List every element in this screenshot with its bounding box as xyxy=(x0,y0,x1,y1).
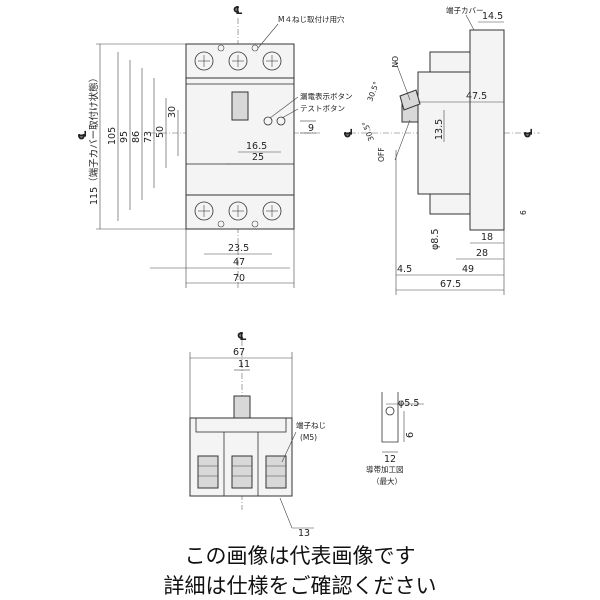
centerline-side-right: ℄ xyxy=(522,128,535,138)
centerline-bottom: ℄ xyxy=(237,330,247,343)
dim-4-5: 4.5 xyxy=(397,264,412,275)
dim-50: 50 xyxy=(155,126,166,138)
terminal-screw-icon xyxy=(194,201,214,221)
dim-14-5: 14.5 xyxy=(482,11,503,22)
dim-28: 28 xyxy=(476,248,488,259)
dim-13-5: 13.5 xyxy=(434,119,445,140)
hole-icon xyxy=(385,406,395,416)
centerline-side-left: ℄ xyxy=(342,128,355,138)
dim-67: 67 xyxy=(233,347,245,358)
bottom-view: ℄ 67 11 端子ねじ (M5) 13 xyxy=(189,330,326,539)
terminal-screw-icon xyxy=(262,201,282,221)
terminal-icon xyxy=(197,455,219,489)
terminal-icon xyxy=(231,455,253,489)
dim-18: 18 xyxy=(481,232,493,243)
side-terminal-cover xyxy=(469,29,505,231)
dim-12: 12 xyxy=(384,454,396,465)
bottom-handle xyxy=(233,395,251,419)
on-label: ON xyxy=(390,56,399,68)
terminal-icon xyxy=(265,455,287,489)
conductor-label: 導帯加工図 xyxy=(366,464,404,474)
dim-47-5: 47.5 xyxy=(466,91,487,102)
off-label: OFF xyxy=(377,147,386,162)
dim-11: 11 xyxy=(238,359,250,370)
dim-115-with-cover: 115（端子カバー取付け状態） xyxy=(88,73,100,205)
terminal-screw-icon xyxy=(194,51,214,71)
dim-47: 47 xyxy=(233,257,245,268)
m4-mount-hole-label: M４ねじ取付け用穴 xyxy=(278,14,345,24)
dim-phi-8-5: φ8.5 xyxy=(430,229,441,250)
dim-16-5: 16.5 xyxy=(246,141,267,152)
leak-button-label: 漏電表示ボタン xyxy=(300,91,353,101)
dim-86: 86 xyxy=(131,131,142,143)
centerline-left: ℄ xyxy=(76,130,89,140)
dim-23-5: 23.5 xyxy=(228,243,249,254)
terminal-cover-label: 端子カバー xyxy=(446,5,484,15)
terminal-screw-icon xyxy=(228,51,248,71)
dim-73: 73 xyxy=(143,131,154,143)
dim-25: 25 xyxy=(252,152,264,163)
caption-line-2: 詳細は仕様をご確認ください xyxy=(163,574,437,598)
dim-30: 30 xyxy=(167,106,178,118)
dim-9: 9 xyxy=(308,123,314,134)
caption-line-1: この画像は代表画像です xyxy=(184,544,416,568)
conductor-detail: φ5.5 6 12 導帯加工図 （最大） xyxy=(366,392,424,486)
test-button-label: テストボタン xyxy=(300,104,345,113)
test-button-icon xyxy=(276,116,286,126)
conductor-max-label: （最大） xyxy=(372,476,402,486)
centerline-top: ℄ xyxy=(233,4,243,17)
terminal-screw-icon xyxy=(228,201,248,221)
dim-6-detail: 6 xyxy=(405,432,416,438)
dim-6: 6 xyxy=(519,210,528,215)
bottom-terminal-block xyxy=(185,194,295,230)
dim-49: 49 xyxy=(462,264,474,275)
angle-30-5-bottom: 30.5° xyxy=(360,120,376,143)
terminal-screw-size: (M5) xyxy=(300,433,317,442)
terminal-screw-icon xyxy=(262,51,282,71)
dim-70: 70 xyxy=(233,273,245,284)
angle-30-5-top: 30.5° xyxy=(365,80,381,103)
breaker-handle xyxy=(231,91,249,121)
dim-105: 105 xyxy=(107,127,118,145)
dim-13: 13 xyxy=(298,528,310,539)
side-view: ℄ ℄ ON OFF 30.5° 30.5° 端子カバー 14.5 47.5 1… xyxy=(342,5,540,295)
dim-67-5: 67.5 xyxy=(440,279,461,290)
leak-indicator-button-icon xyxy=(263,116,273,126)
front-view: ℄ xyxy=(76,4,353,290)
dim-95: 95 xyxy=(119,131,130,143)
terminal-screw-label: 端子ねじ xyxy=(296,420,326,430)
dim-phi-5-5: φ5.5 xyxy=(398,398,419,409)
